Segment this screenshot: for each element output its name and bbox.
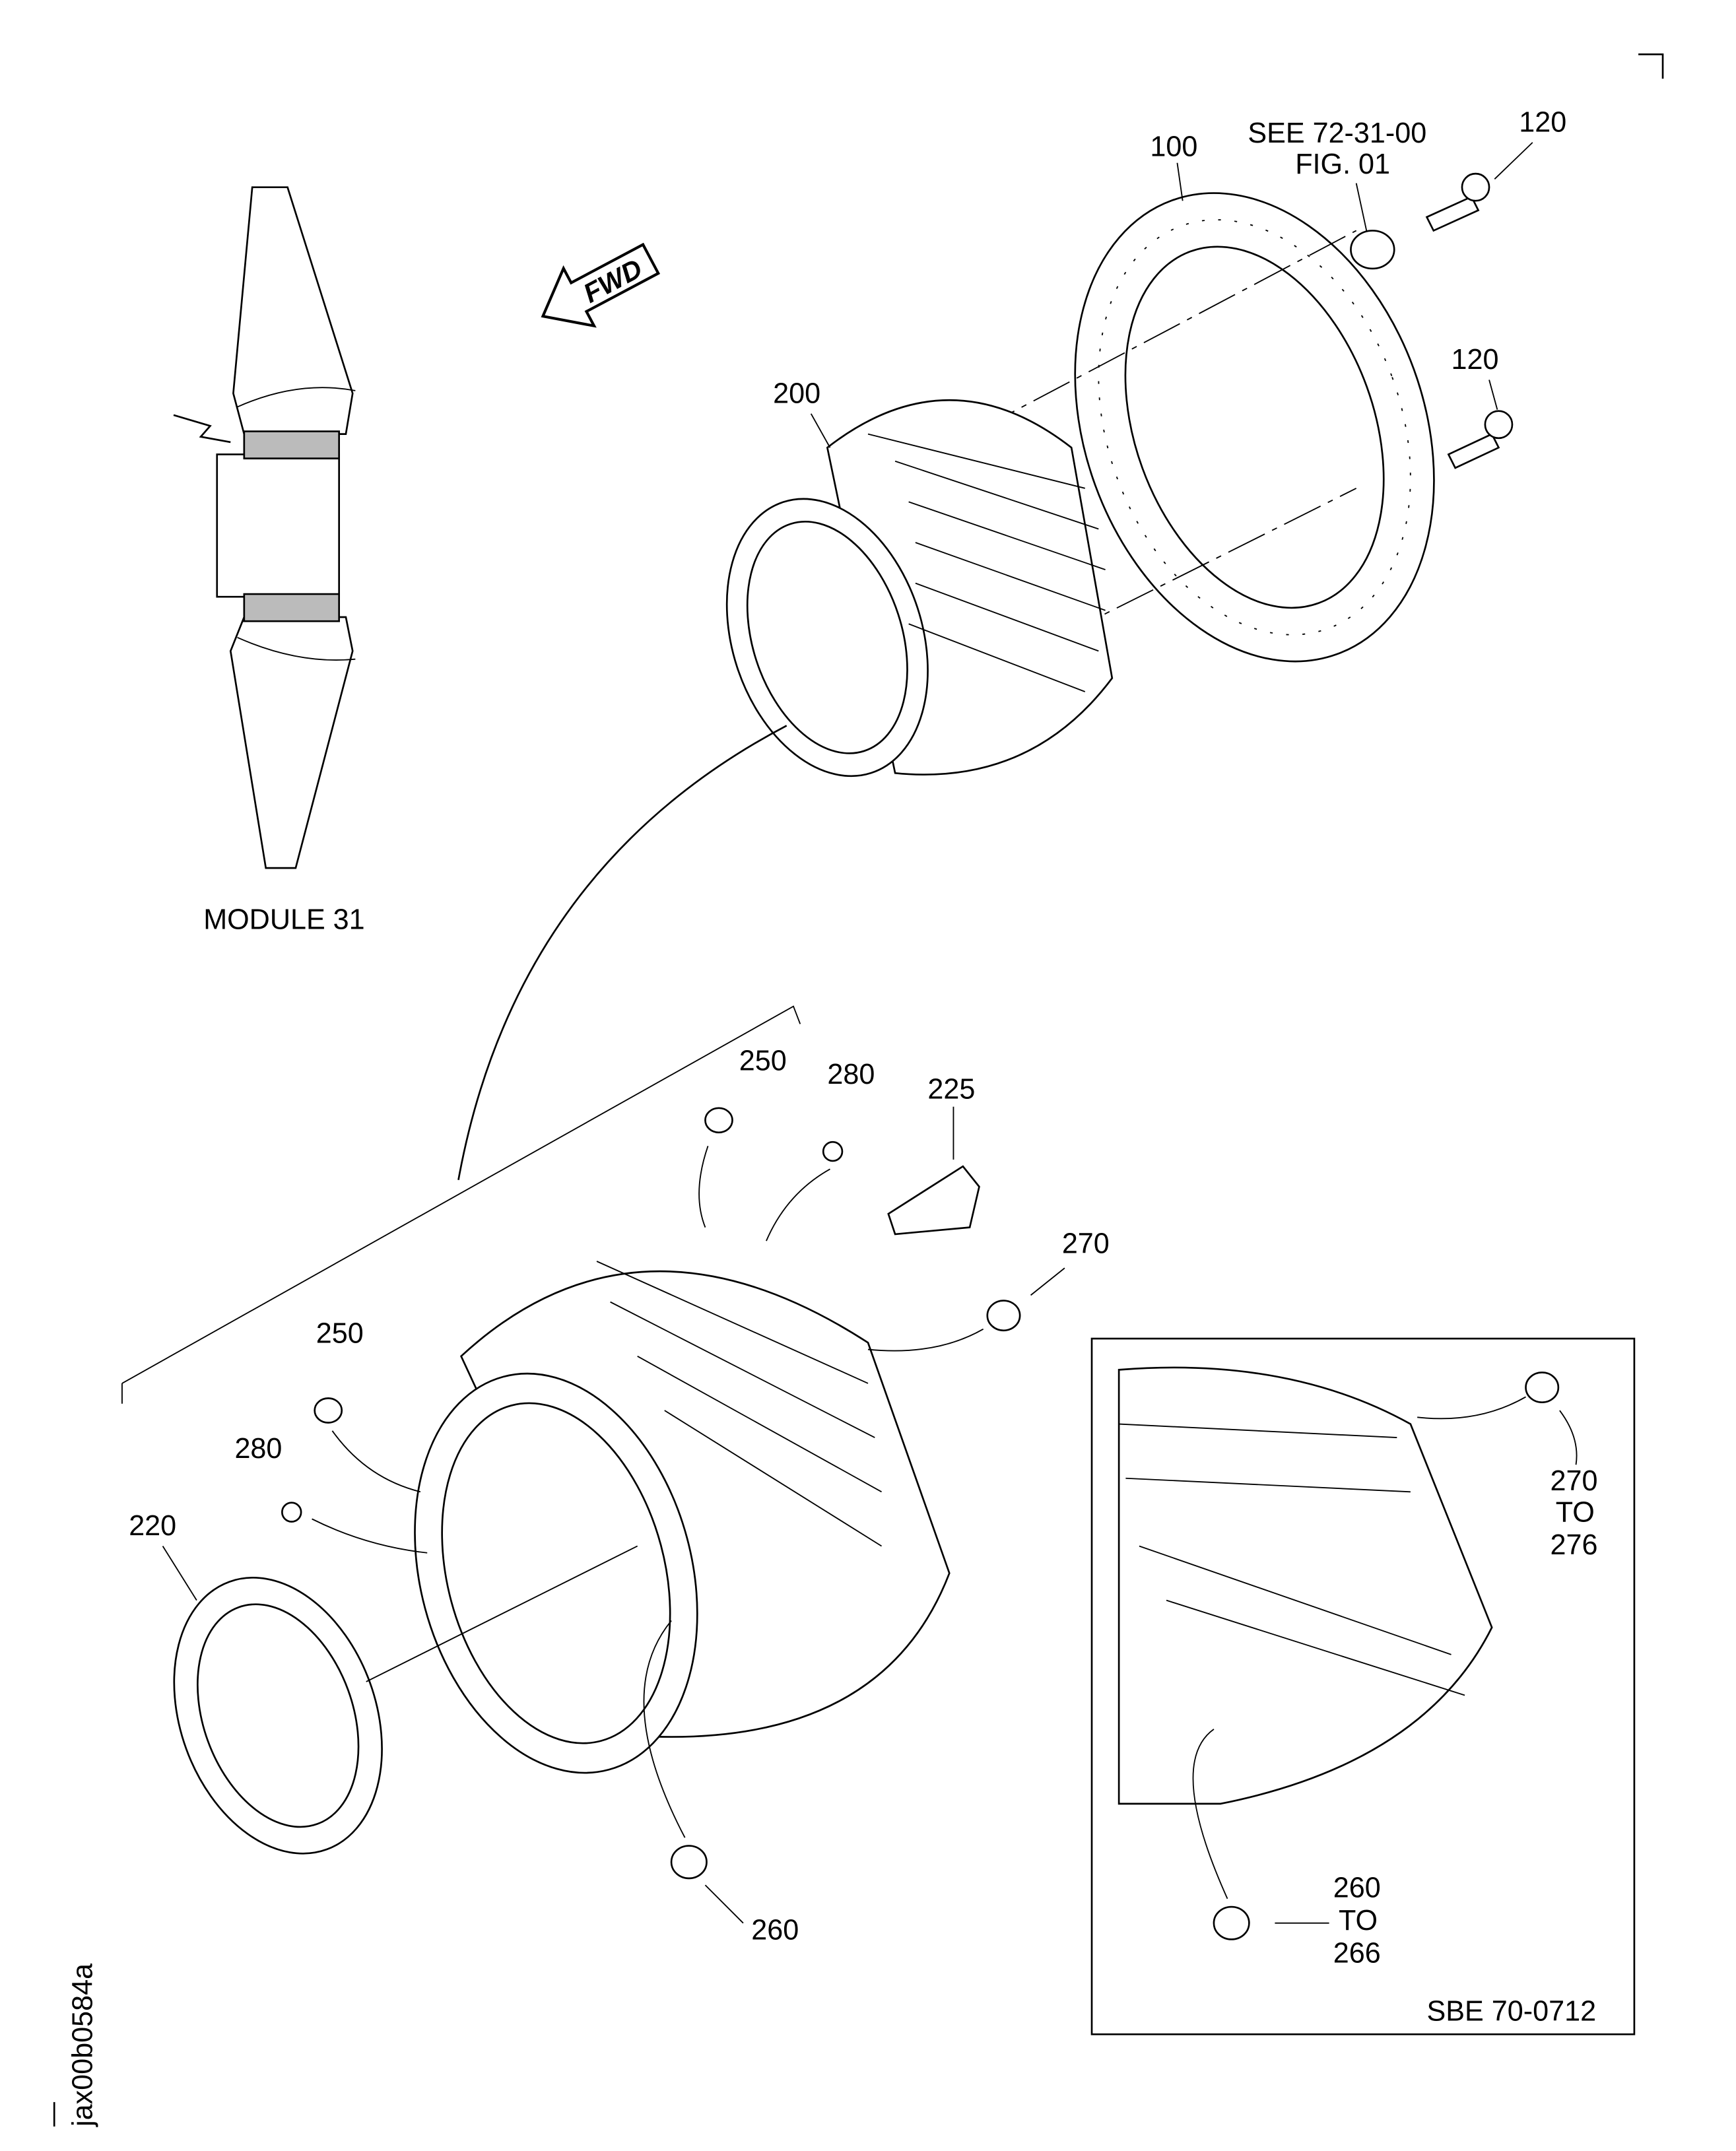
inset-callout-270: 270	[1551, 1465, 1598, 1497]
bolt-120-lower	[1447, 410, 1514, 469]
callout-120-lower: 120	[1452, 344, 1499, 376]
callout-250-left: 250	[316, 1317, 364, 1349]
section-arrow-icon	[173, 414, 231, 444]
bolt-280-left	[281, 1502, 302, 1523]
callout-200: 200	[773, 378, 820, 409]
service-bulletin-label: SBE 70-0712	[1427, 1996, 1597, 2028]
corner-mark-top-right	[1638, 53, 1664, 79]
callout-280-left: 280	[234, 1433, 282, 1465]
drum-assembly-200	[725, 399, 1114, 778]
bolt-120-top	[1425, 172, 1490, 232]
module-label: MODULE 31	[203, 904, 364, 936]
inset-callout-260: 260	[1333, 1872, 1381, 1904]
reference-note-line1: SEE 72-31-00	[1248, 117, 1426, 149]
nut-270	[986, 1300, 1021, 1332]
nut-260	[670, 1845, 708, 1880]
bracket-line	[121, 1005, 801, 1404]
callout-280-top: 280	[827, 1059, 875, 1090]
module-31-section: MODULE 31	[173, 186, 365, 936]
callout-260: 260	[751, 1914, 799, 1946]
figure-id: jax00b0584a	[67, 1964, 99, 2128]
nut-250-top	[704, 1107, 733, 1134]
callout-225: 225	[927, 1073, 975, 1105]
detail-arrow	[457, 725, 787, 1180]
callout-250-top: 250	[739, 1045, 787, 1076]
inset-sbe-detail	[1090, 1337, 1636, 2035]
inset-callout-to-2: TO	[1339, 1905, 1378, 1936]
bushing-icon	[1350, 230, 1395, 270]
shield-225	[887, 1165, 980, 1236]
inset-callout-276: 276	[1551, 1529, 1598, 1561]
callout-220: 220	[129, 1510, 176, 1542]
inset-callout-to-1: TO	[1556, 1496, 1595, 1528]
callout-270: 270	[1062, 1228, 1110, 1260]
drum-assembly-detail	[414, 1261, 951, 1774]
nut-250-left	[314, 1397, 343, 1424]
inset-callout-266: 266	[1333, 1937, 1381, 1969]
flange-ring-100	[1074, 192, 1435, 663]
segmented-ring-220	[173, 1577, 383, 1855]
reference-note-line2: FIG. 01	[1295, 149, 1390, 180]
bolt-280-top	[822, 1141, 844, 1162]
callout-120-top: 120	[1519, 106, 1566, 138]
forward-arrow-icon: FWD	[541, 242, 661, 328]
callout-100: 100	[1150, 131, 1197, 162]
